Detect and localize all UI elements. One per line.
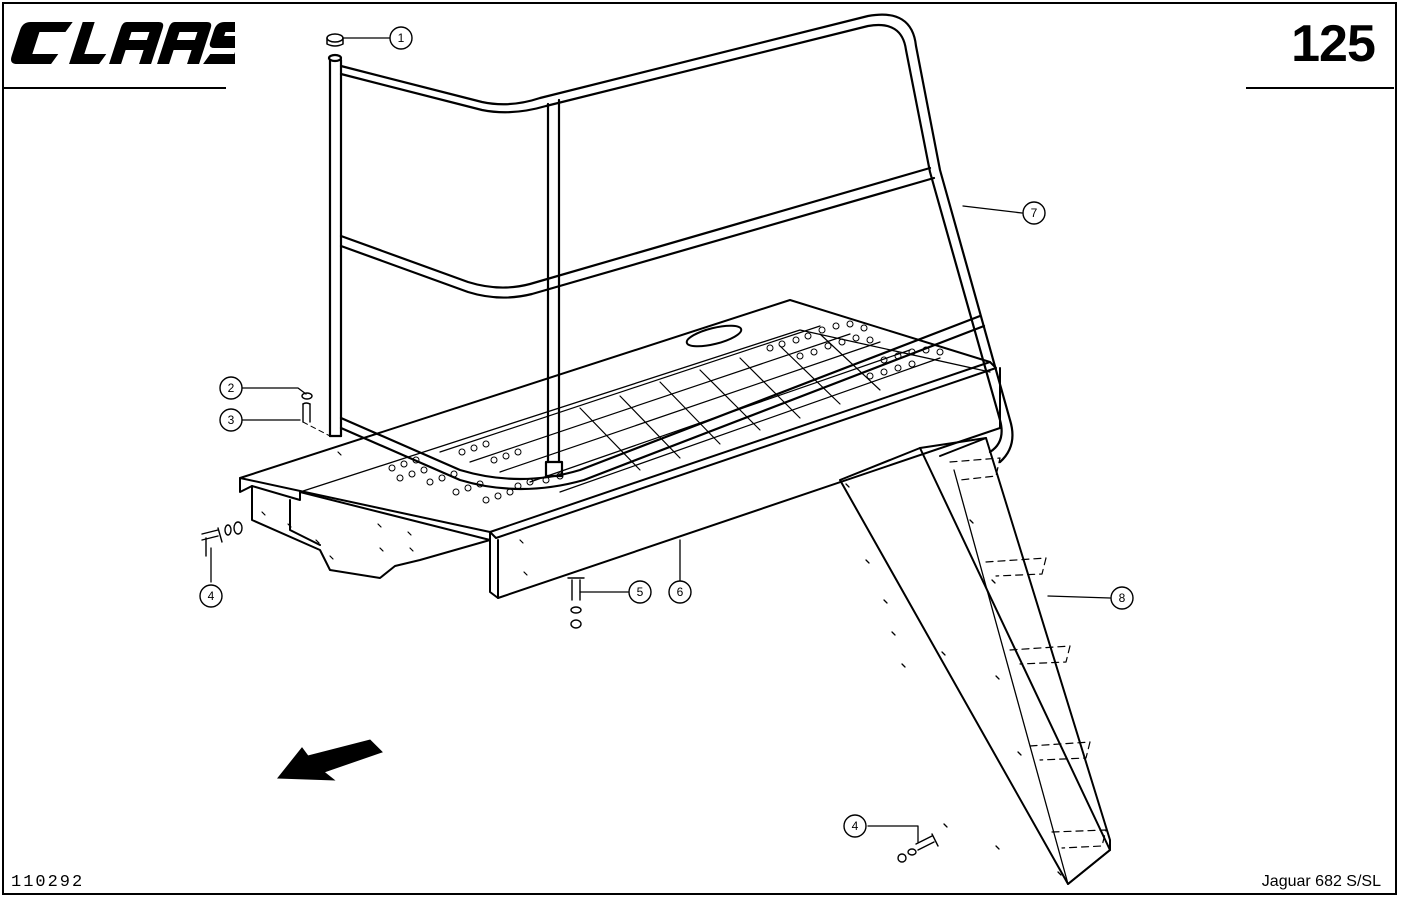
callout-6: 6 — [668, 580, 692, 604]
callouts: 1 2 3 4 5 6 7 — [199, 26, 1134, 838]
callout-label: 5 — [637, 585, 644, 599]
callout-4-left: 4 — [199, 584, 223, 608]
claas-logo — [11, 22, 235, 64]
header-rule-left — [4, 87, 226, 89]
handrail-part — [327, 13, 1014, 491]
direction-arrow-icon — [276, 739, 383, 781]
callout-label: 6 — [677, 585, 684, 599]
callout-3: 3 — [219, 408, 243, 432]
callout-4-lower: 4 — [843, 814, 867, 838]
callout-label: 7 — [1031, 206, 1038, 220]
header-rule-right — [1246, 87, 1394, 89]
page-number: 125 — [1291, 15, 1376, 73]
model-name: Jaguar 682 S/SL — [1261, 873, 1381, 890]
bolt-centre-part — [567, 577, 585, 629]
document-code: 110292 — [11, 873, 85, 892]
callout-5: 5 — [628, 580, 652, 604]
callout-label: 4 — [852, 819, 859, 833]
callout-label: 8 — [1119, 591, 1126, 605]
callout-1: 1 — [389, 26, 413, 50]
ladder-part — [839, 437, 1111, 885]
callout-label: 3 — [228, 413, 235, 427]
platform-part — [239, 299, 1001, 599]
callout-label: 4 — [208, 589, 215, 603]
callout-2: 2 — [219, 376, 243, 400]
callout-label: 1 — [398, 31, 405, 45]
bolt-left-part — [201, 521, 243, 557]
callout-7: 7 — [1022, 201, 1046, 225]
washer-pin-part — [301, 392, 331, 437]
bolt-lower-part — [897, 833, 939, 863]
callout-8: 8 — [1110, 586, 1134, 610]
cap-part — [326, 33, 344, 47]
callout-label: 2 — [228, 381, 235, 395]
